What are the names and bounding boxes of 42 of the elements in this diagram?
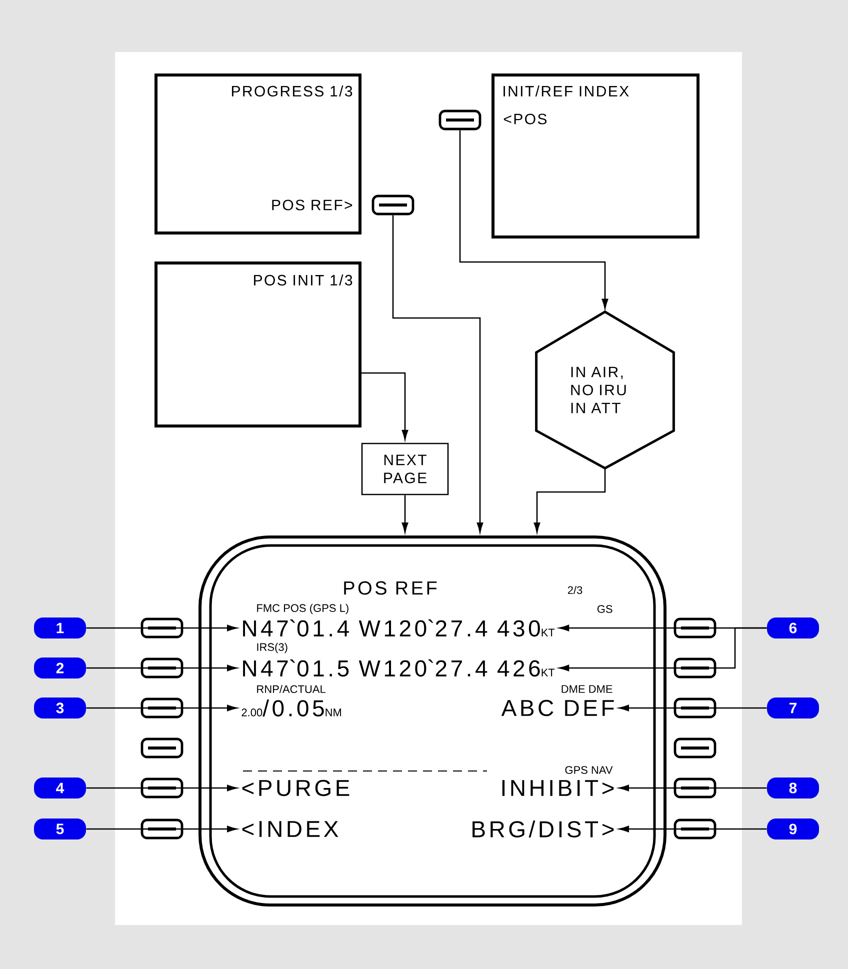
data-line: ABC DEF — [501, 700, 614, 716]
field-label: DME DME — [562, 685, 612, 693]
cdu-page-box: POS INIT 1/3 — [154, 262, 362, 428]
key-label-box: NEXT PAGE — [361, 442, 449, 496]
callout-number: 6 — [767, 618, 819, 638]
callout-number: 5 — [34, 818, 86, 840]
field-label: FMC POS (GPS L) — [257, 604, 348, 614]
data-line: <INDEX — [242, 821, 338, 837]
callout-number: 9 — [767, 818, 819, 840]
data-line: N47`01.5 W120`27.4 426KT — [243, 659, 555, 677]
leader-line — [559, 627, 767, 672]
arrow — [534, 468, 606, 532]
leader-line — [86, 624, 237, 632]
cdu-page-box: INIT/REF INDEX <POS — [492, 74, 700, 238]
arrow — [362, 372, 408, 440]
data-line: <PURGE — [242, 780, 350, 796]
line-select-key — [438, 110, 482, 130]
leader-line — [86, 826, 237, 832]
cdu-page-box: PROGRESS 1/3 POS REF> — [154, 74, 362, 234]
arrow — [392, 215, 484, 532]
leader-line — [619, 704, 767, 712]
callout-number: 2 — [34, 658, 86, 678]
callout-number: 3 — [34, 698, 86, 718]
arrow — [459, 130, 608, 309]
leader-line — [619, 784, 767, 792]
leader-line — [86, 664, 237, 672]
callout-number: 4 — [34, 778, 86, 798]
field-label: GS — [597, 605, 612, 613]
callout-number: 7 — [767, 698, 819, 718]
arrow — [402, 495, 408, 532]
callout-number: 1 — [34, 618, 86, 638]
field-label: GPS NAV — [565, 766, 613, 774]
field-label: RNP/ACTUAL — [257, 684, 326, 694]
callout-number: 8 — [767, 778, 819, 798]
leader-line — [86, 784, 237, 792]
leader-line — [619, 826, 767, 832]
data-line: INHIBIT> — [502, 780, 614, 796]
data-line: N47`01.4 W120`27.4 430KT — [243, 619, 555, 637]
line-select-key — [372, 194, 414, 216]
data-line: BRG/DIST> — [472, 820, 614, 838]
field-label: IRS(3) — [257, 642, 288, 654]
leader-line — [86, 704, 237, 712]
